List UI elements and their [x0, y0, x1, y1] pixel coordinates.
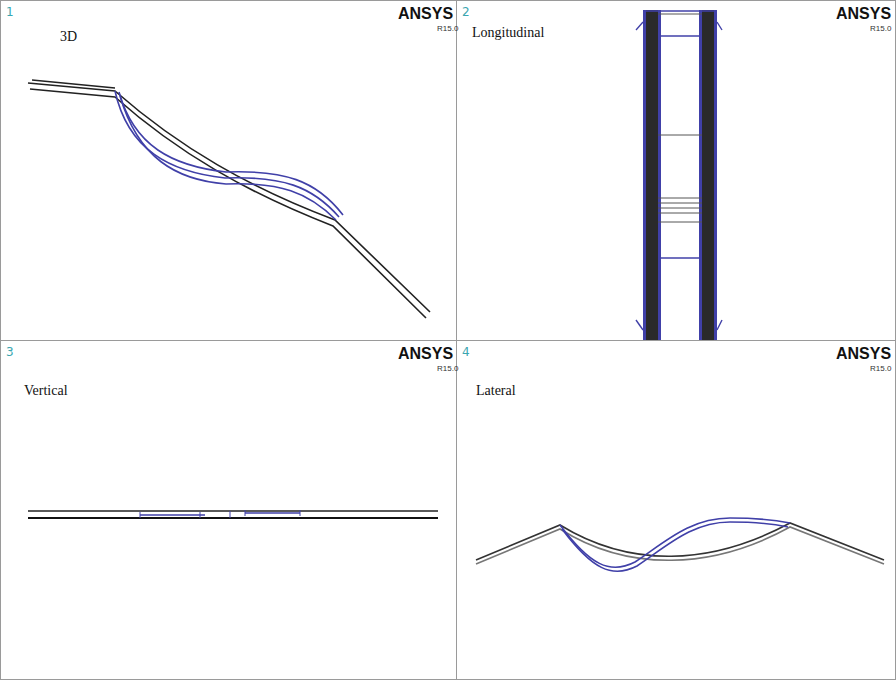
version-label: R15.0	[870, 365, 891, 373]
version-label: R15.0	[437, 25, 458, 33]
viewport-number: 1	[6, 6, 14, 18]
view-label: Lateral	[476, 384, 516, 398]
brand-label: ANSYS	[836, 6, 891, 22]
brand-label: ANSYS	[398, 346, 453, 362]
view-label: Vertical	[24, 384, 68, 398]
view-label: Longitudinal	[472, 26, 544, 40]
viewport-number: 3	[6, 346, 14, 358]
viewport-number: 4	[462, 346, 470, 358]
version-label: R15.0	[437, 365, 458, 373]
brand-label: ANSYS	[398, 6, 453, 22]
version-label: R15.0	[870, 25, 891, 33]
view-label: 3D	[60, 30, 77, 44]
brand-label: ANSYS	[836, 346, 891, 362]
viewport-number: 2	[462, 6, 470, 18]
